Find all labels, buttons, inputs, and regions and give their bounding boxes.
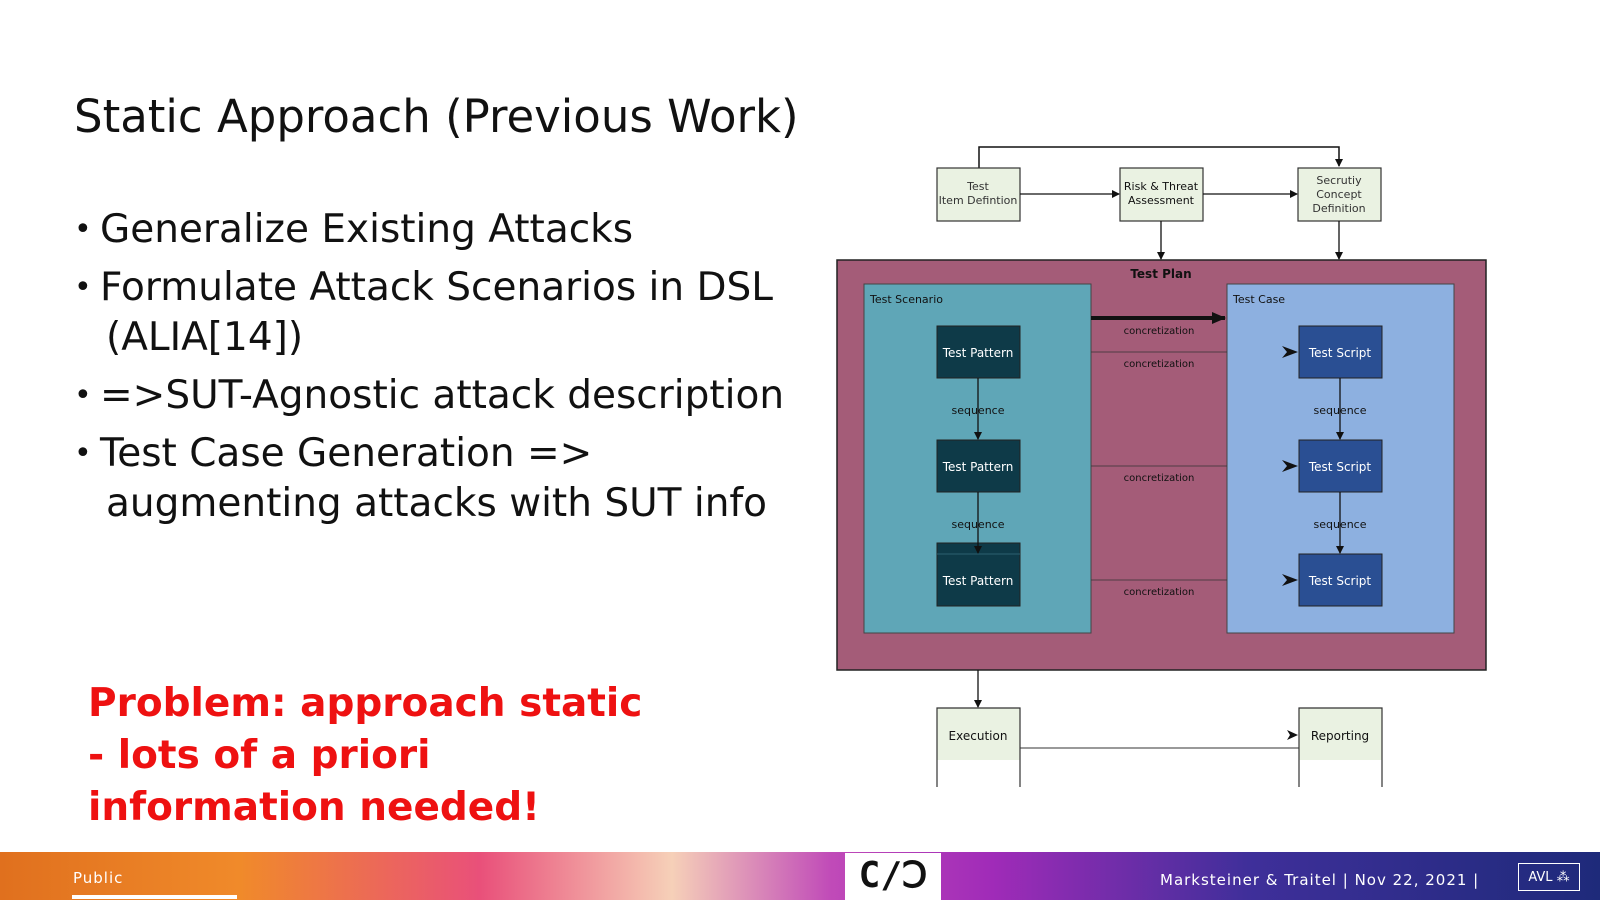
conference-logo: C/Ↄ xyxy=(845,853,941,900)
execution-label: Execution xyxy=(949,729,1008,743)
test-plan-label: Test Plan xyxy=(1130,267,1191,281)
sequence-label: sequence xyxy=(951,404,1004,417)
bullet-text: Formulate Attack Scenarios in DSL xyxy=(100,265,773,310)
bullet-item: •=>SUT-Agnostic attack description xyxy=(74,371,840,421)
concretization-label: concretization xyxy=(1124,587,1195,598)
slide-title: Static Approach (Previous Work) xyxy=(74,90,799,143)
footer-credit: Marksteiner & Traitel | Nov 22, 2021 | xyxy=(1160,871,1480,889)
concretization-label: concretization xyxy=(1124,473,1195,484)
reporting-label: Reporting xyxy=(1311,729,1369,743)
test-script-label: Test Script xyxy=(1308,346,1372,360)
test-script-label: Test Script xyxy=(1308,574,1372,588)
test-script-box: Test Script xyxy=(1298,439,1383,493)
footer-underline xyxy=(72,895,237,899)
classification-label: Public xyxy=(73,869,124,887)
test-script-box: Test Script xyxy=(1298,325,1383,379)
test-script-label: Test Script xyxy=(1308,460,1372,474)
bullet-item: •Test Case Generation => augmenting attac… xyxy=(74,429,840,529)
sequence-label: sequence xyxy=(1313,404,1366,417)
footer-bar xyxy=(0,852,1600,900)
problem-line: information needed! xyxy=(88,785,540,830)
incoming-arrowhead xyxy=(1282,346,1298,358)
test-script-box: Test Script xyxy=(1298,553,1383,607)
concretization-label: concretization xyxy=(1124,359,1195,370)
concretization-label: concretization xyxy=(1124,326,1195,337)
incoming-arrowhead xyxy=(1282,574,1298,586)
bullet-dot: • xyxy=(74,378,92,413)
incoming-arrowhead xyxy=(1287,730,1298,740)
test-case-label: Test Case xyxy=(1232,293,1285,306)
test-pattern-box: Test Pattern xyxy=(936,439,1021,493)
bullet-item: •Generalize Existing Attacks xyxy=(74,205,840,255)
test-scenario-label: Test Scenario xyxy=(869,293,943,306)
test-pattern-label: Test Pattern xyxy=(942,346,1014,360)
bullet-dot: • xyxy=(74,436,92,471)
avl-logo: AVL ⁂ xyxy=(1518,863,1580,891)
incoming-arrowhead xyxy=(1282,460,1298,472)
bullet-text: =>SUT-Agnostic attack description xyxy=(100,373,785,418)
bullet-continuation: (ALIA[14]) xyxy=(106,315,304,360)
test-pattern-label: Test Pattern xyxy=(942,460,1014,474)
bullet-dot: • xyxy=(74,212,92,247)
execution-box: Execution xyxy=(936,707,1021,787)
reporting-box: Reporting xyxy=(1298,707,1383,787)
bullet-continuation: augmenting attacks with SUT info xyxy=(106,481,768,526)
problem-line: Problem: approach static xyxy=(88,681,643,726)
sequence-label: sequence xyxy=(1313,518,1366,531)
test-pattern-box: Test Pattern xyxy=(936,325,1021,379)
bullet-item: •Formulate Attack Scenarios in DSL (ALIA[… xyxy=(74,263,840,363)
problem-statement: Problem: approach static - lots of a pri… xyxy=(88,678,642,834)
test-pattern-label: Test Pattern xyxy=(942,574,1014,588)
sequence-label: sequence xyxy=(951,518,1004,531)
problem-line: - lots of a priori xyxy=(88,733,431,778)
bullet-dot: • xyxy=(74,270,92,305)
bullet-text: Test Case Generation => xyxy=(100,431,593,476)
bullet-list: •Generalize Existing Attacks •Formulate … xyxy=(74,205,840,537)
loop-connector xyxy=(978,146,1343,168)
bullet-text: Generalize Existing Attacks xyxy=(100,207,634,252)
